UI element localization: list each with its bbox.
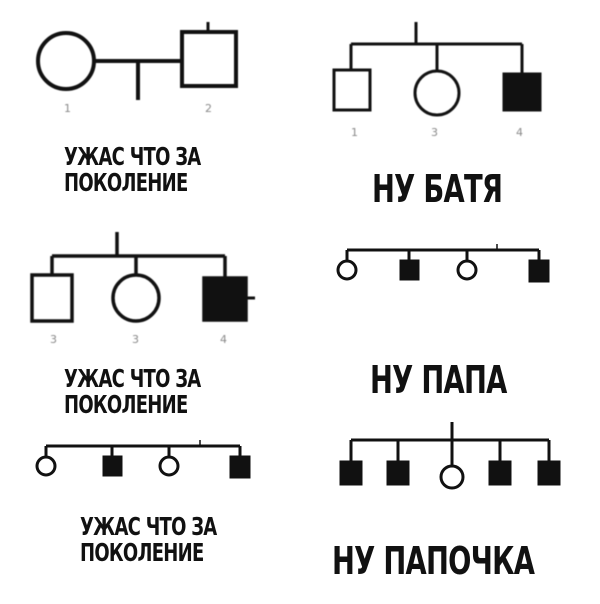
male-symbol bbox=[30, 273, 74, 323]
member-number: 3 bbox=[431, 126, 438, 139]
member-number: 2 bbox=[205, 102, 212, 115]
female-symbol bbox=[456, 259, 478, 281]
pedigree-siblings-4 bbox=[336, 244, 550, 283]
affected-male-symbol bbox=[488, 460, 512, 486]
affected-male-symbol bbox=[102, 455, 123, 477]
member-number: 4 bbox=[516, 126, 523, 139]
caption-row1-left: УЖАС ЧТО ЗА ПОКОЛЕНИЕ bbox=[64, 142, 201, 198]
affected-male-symbol bbox=[528, 259, 550, 283]
member-number: 1 bbox=[64, 102, 71, 115]
member-number: 3 bbox=[50, 333, 57, 346]
caption-row2-left: УЖАС ЧТО ЗА ПОКОЛЕНИЕ bbox=[64, 364, 201, 420]
member-number: 4 bbox=[220, 333, 227, 346]
female-symbol bbox=[336, 259, 358, 281]
caption-row1-right: НУ БАТЯ bbox=[372, 167, 503, 211]
affected-male-symbol bbox=[339, 460, 363, 486]
pedigree-siblings-3: 1 3 4 bbox=[332, 22, 542, 139]
pedigree-siblings-3: 3 3 4 bbox=[30, 232, 255, 346]
affected-male-symbol bbox=[229, 455, 251, 479]
caption-row2-right: НУ ПАПА bbox=[370, 358, 507, 402]
female-symbol bbox=[111, 273, 161, 323]
affected-male-symbol bbox=[386, 460, 410, 486]
affected-male-symbol bbox=[202, 276, 248, 322]
caption-text: УЖАС ЧТО ЗА ПОКОЛЕНИЕ bbox=[80, 512, 217, 568]
affected-male-symbol bbox=[537, 460, 561, 486]
female-symbol bbox=[36, 31, 96, 91]
caption-text: УЖАС ЧТО ЗА ПОКОЛЕНИЕ bbox=[64, 142, 201, 198]
member-number: 3 bbox=[132, 333, 139, 346]
caption-row3-right: НУ ПАПОЧКА bbox=[332, 539, 535, 583]
male-symbol bbox=[180, 30, 238, 88]
female-symbol bbox=[413, 69, 461, 117]
pedigree-siblings-4 bbox=[35, 440, 251, 479]
male-symbol bbox=[332, 68, 372, 112]
affected-male-symbol bbox=[399, 259, 420, 281]
female-symbol bbox=[439, 464, 465, 490]
pedigree-siblings-5 bbox=[339, 422, 561, 490]
female-symbol bbox=[35, 455, 57, 477]
member-number: 1 bbox=[351, 126, 358, 139]
affected-male-symbol bbox=[502, 72, 542, 112]
pedigree-couple: 1 2 bbox=[36, 22, 238, 115]
caption-text: УЖАС ЧТО ЗА ПОКОЛЕНИЕ bbox=[64, 364, 201, 420]
caption-row3-left: УЖАС ЧТО ЗА ПОКОЛЕНИЕ bbox=[80, 512, 217, 568]
female-symbol bbox=[158, 455, 180, 477]
